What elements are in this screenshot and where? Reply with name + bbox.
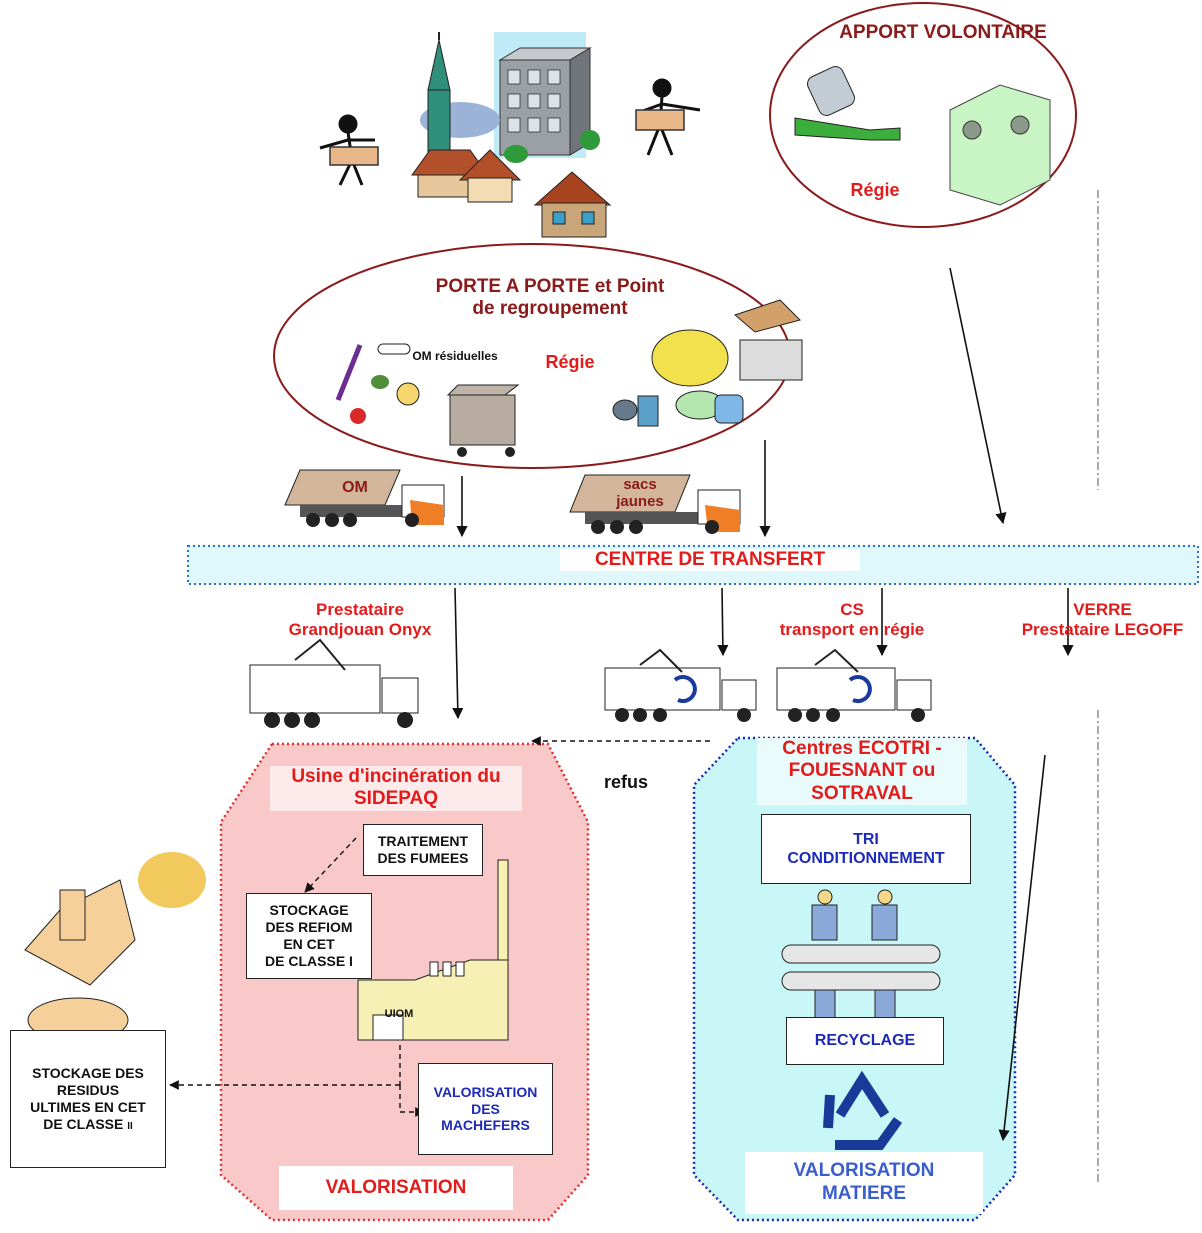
refiom-line3: EN CET <box>283 936 335 952</box>
recyclage-box: RECYCLAGE <box>786 1017 944 1065</box>
valorisation-matiere-box: VALORISATION MATIERE <box>745 1152 983 1214</box>
prestataire-line1: Prestataire <box>316 600 404 619</box>
truck-sacs-line2: jaunes <box>616 493 664 511</box>
tri-line1: TRI <box>853 830 879 848</box>
incineration-title-line1: Usine d'incinération du <box>291 766 501 787</box>
porte-a-porte-title-line2: de regroupement <box>472 298 628 320</box>
person-carrying-icon <box>635 78 701 156</box>
prestataire-line2: Grandjouan Onyx <box>288 620 432 640</box>
tri-title-line1: Centres ECOTRI - <box>782 738 942 759</box>
valorisation-machefers-box: VALORISATION DES MACHEFERS <box>418 1063 553 1155</box>
tri-title-line3: SOTRAVAL <box>811 782 913 804</box>
bulldozer-icon <box>24 852 206 1043</box>
cs-line2: transport en régie <box>779 620 925 640</box>
apport-volontaire-title: APPORT VOLONTAIRE <box>839 22 1047 43</box>
valorisation-matiere-line1: VALORISATION <box>793 1160 935 1182</box>
residus-line4: DE CLASSE II <box>30 1116 146 1133</box>
cs-line1: CS <box>840 600 864 619</box>
om-residuelles-label: OM résiduelles <box>412 349 498 363</box>
residus-line2: RESIDUS <box>56 1082 120 1099</box>
machefers-line2: DES <box>471 1100 500 1117</box>
waste-items-icon <box>335 343 420 424</box>
factory-icon <box>357 859 509 1041</box>
centre-transfert-label: CENTRE DE TRANSFERT <box>560 549 860 572</box>
refiom-line4: DE CLASSE I <box>265 952 353 969</box>
valorisation-matiere-line2: MATIERE <box>821 1183 907 1204</box>
verre-legoff-label: VERRE Prestataire LEGOFF <box>1005 600 1200 640</box>
truck-sacs-line1: sacs <box>623 476 657 493</box>
incineration-title: Usine d'incinération du SIDEPAQ <box>270 766 522 811</box>
uiom-label: UIOM <box>384 1008 414 1020</box>
recycle-icon <box>848 675 872 704</box>
person-carrying-icon <box>319 114 379 186</box>
traitement-fumees-box: TRAITEMENT DES FUMEES <box>363 824 483 876</box>
tri-line2: CONDITIONNEMENT <box>787 850 945 867</box>
porte-a-porte-operator: Régie <box>545 352 595 372</box>
tri-conditionnement-box: TRI CONDITIONNEMENT <box>761 814 971 884</box>
refiom-line2: DES REFIOM <box>265 919 353 936</box>
fumees-line2: DES FUMEES <box>377 850 469 866</box>
truck-icon <box>284 469 445 527</box>
tri-centres-title: Centres ECOTRI - FOUESNANT ou SOTRAVAL <box>757 738 967 806</box>
glass-container-icon <box>949 84 1051 206</box>
truck-sacs-jaunes-label: sacs jaunes <box>600 476 680 511</box>
porte-a-porte-title: PORTE A PORTE et Point de regroupement <box>380 276 720 321</box>
prestataire-grandjouan-label: Prestataire Grandjouan Onyx <box>275 600 445 640</box>
stockage-refiom-box: STOCKAGE DES REFIOM EN CET DE CLASSE I <box>246 893 372 979</box>
tri-title-line2: FOUESNANT ou <box>788 760 936 782</box>
cs-transport-label: CS transport en régie <box>762 600 942 640</box>
truck-icon <box>569 474 741 534</box>
garbage-truck-icon <box>249 638 419 728</box>
machefers-line3: MACHEFERS <box>441 1117 530 1134</box>
incineration-title-line2: SIDEPAQ <box>353 788 439 810</box>
bottle-icon <box>794 66 901 141</box>
recycle-icon <box>823 1070 903 1150</box>
verre-line1: VERRE <box>1073 600 1132 619</box>
truck-om-label: OM <box>342 479 368 496</box>
stockage-residus-box: STOCKAGE DES RESIDUS ULTIMES EN CET DE C… <box>10 1030 166 1168</box>
residus-line4-text: DE CLASSE <box>43 1115 124 1132</box>
waste-bin-icon <box>446 384 520 457</box>
refus-label: refus <box>603 772 648 792</box>
apport-volontaire-operator: Régie <box>850 180 900 200</box>
refiom-line1: STOCKAGE <box>269 902 349 919</box>
recycle-icon <box>673 675 697 704</box>
incineration-valorisation-box: VALORISATION <box>279 1166 513 1210</box>
porte-a-porte-title-line1: PORTE A PORTE et Point <box>435 276 665 297</box>
machefers-line1: VALORISATION <box>433 1083 538 1100</box>
residus-line1: STOCKAGE DES <box>32 1065 144 1082</box>
garbage-truck-icon <box>776 648 932 722</box>
recycling-bags-icon <box>612 299 803 427</box>
fumees-line1: TRAITEMENT <box>377 833 469 850</box>
residus-line4-suffix: II <box>127 1120 133 1132</box>
sorting-workers-icon <box>781 889 941 1021</box>
residus-line3: ULTIMES EN CET <box>30 1098 146 1115</box>
verre-line2: Prestataire LEGOFF <box>1021 620 1184 640</box>
garbage-truck-icon <box>604 648 757 722</box>
town-buildings-icon <box>411 32 612 238</box>
